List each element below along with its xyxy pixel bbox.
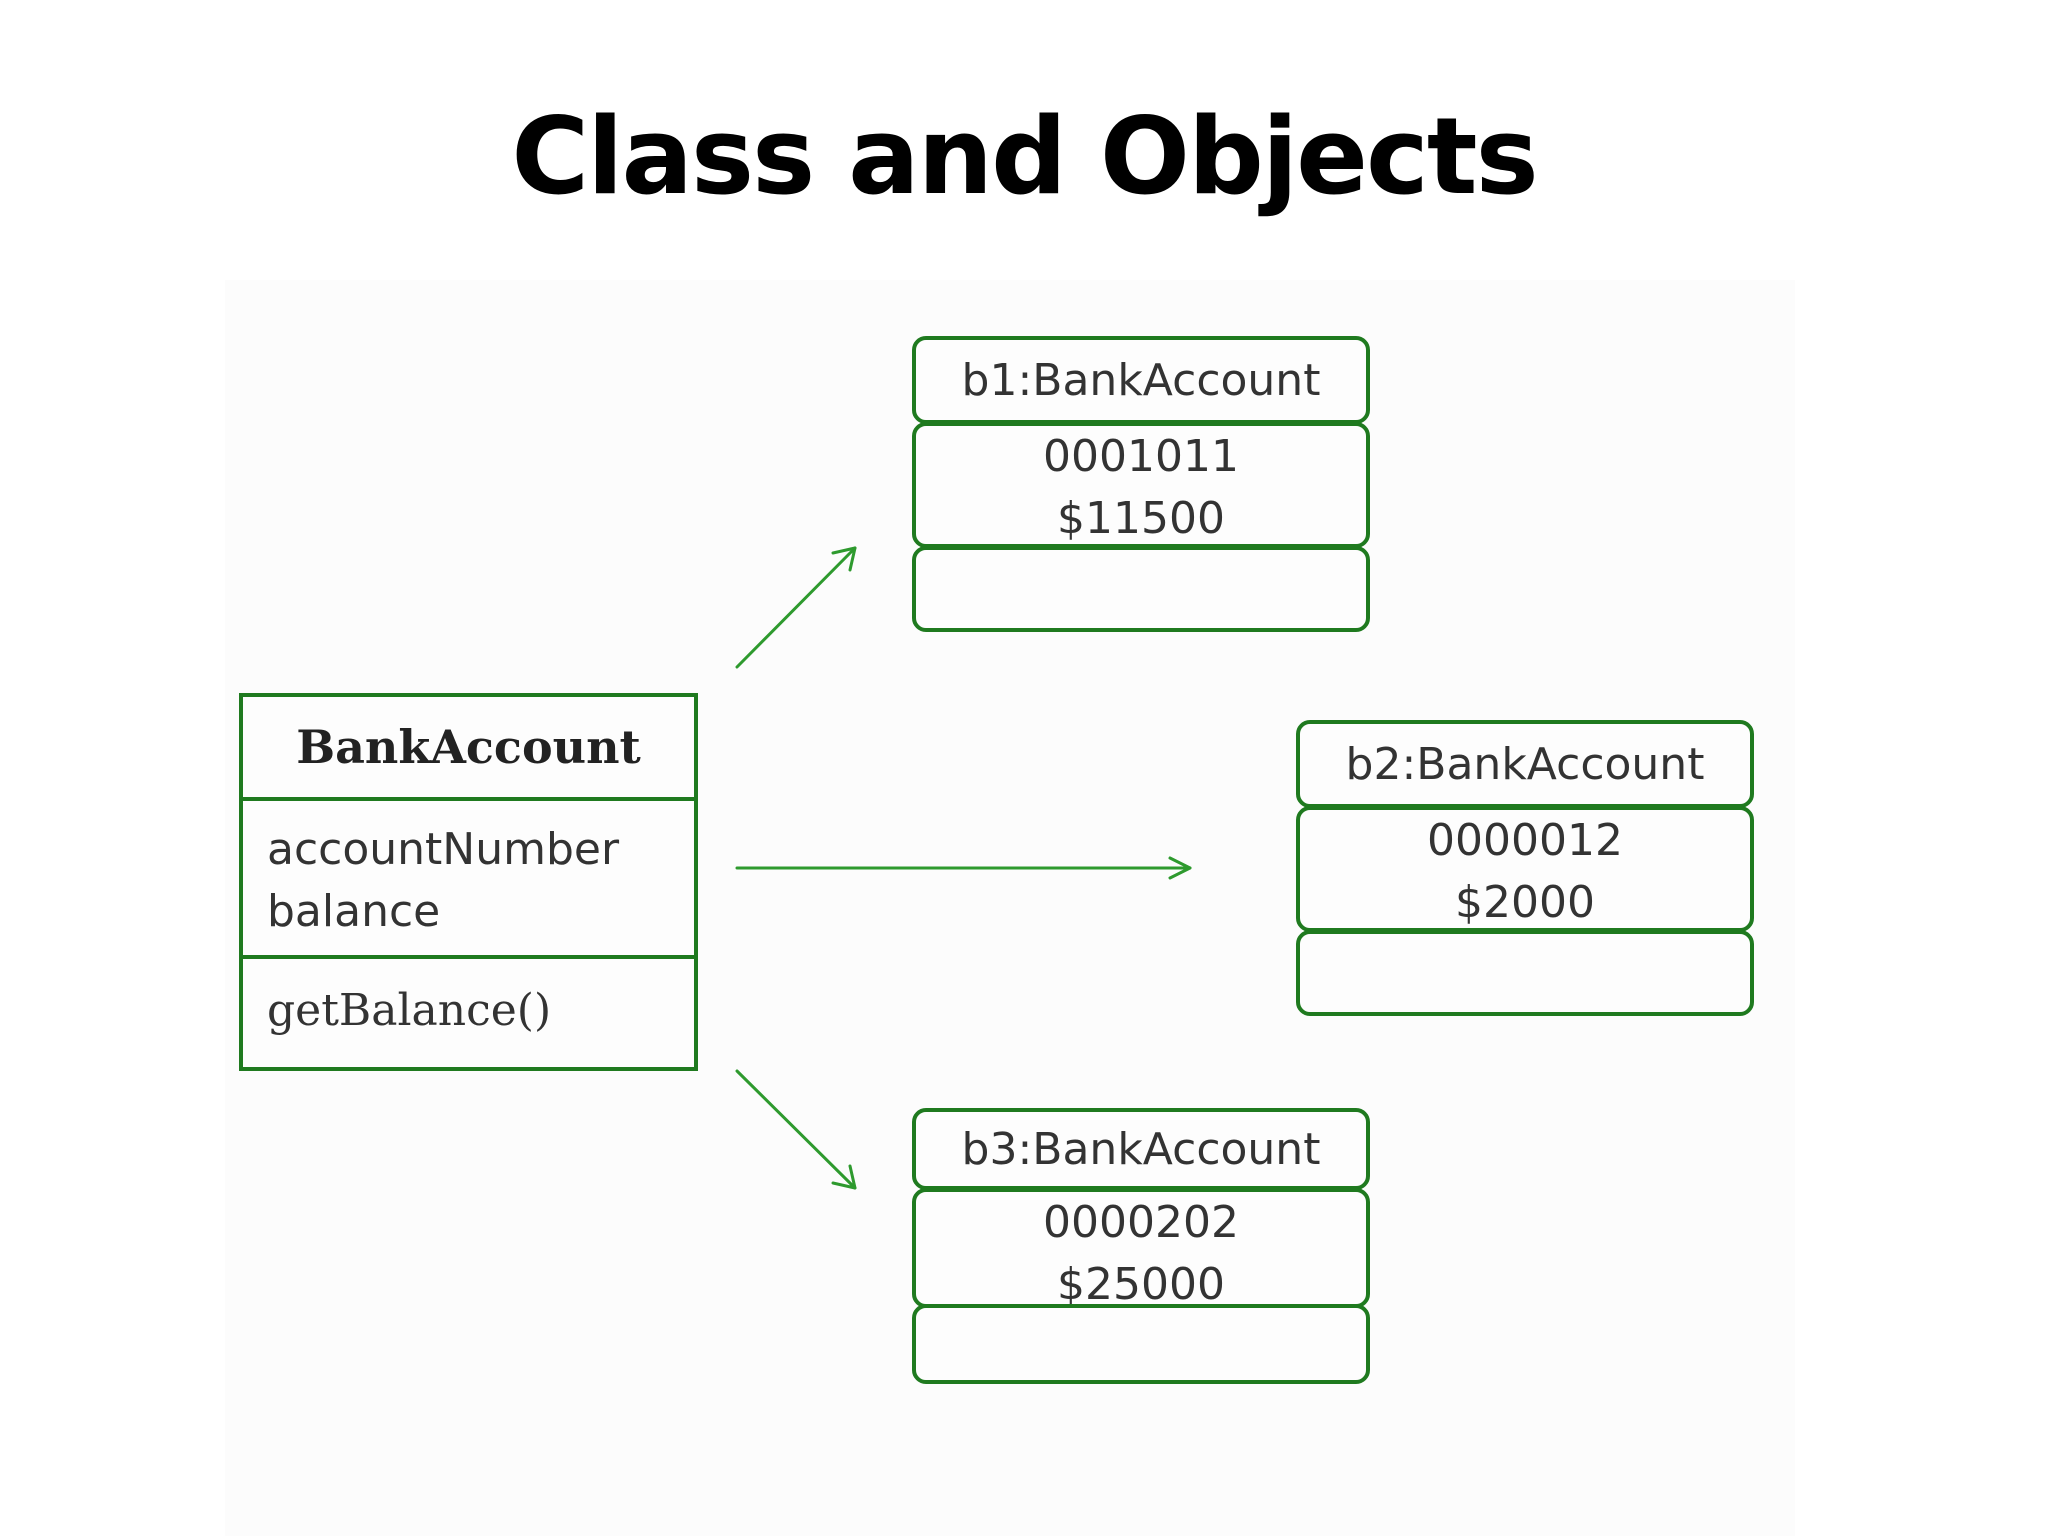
object-operations [912,546,1370,632]
class-attributes: accountNumber balance [239,797,698,959]
object-value: $25000 [1057,1259,1225,1310]
object-values: 0001011 $11500 [912,422,1370,548]
object-values: 0000012 $2000 [1296,806,1754,932]
object-value: 0000202 [1043,1197,1239,1248]
object-box-b3: b3:BankAccount 0000202 $25000 [912,1108,1370,1384]
object-value: 0000012 [1427,815,1623,866]
object-name: b1:BankAccount [912,336,1370,424]
class-operation: getBalance() [267,985,552,1036]
object-box-b1: b1:BankAccount 0001011 $11500 [912,336,1370,632]
object-name: b3:BankAccount [912,1108,1370,1190]
class-attribute: balance [267,886,441,937]
slide-title: Class and Objects [511,95,1538,218]
class-operations: getBalance() [239,955,698,1071]
object-operations [912,1304,1370,1384]
object-value: 0001011 [1043,431,1239,482]
object-values: 0000202 $25000 [912,1188,1370,1310]
class-name: BankAccount [239,693,698,801]
object-value: $2000 [1455,877,1595,928]
object-name: b2:BankAccount [1296,720,1754,808]
class-attribute: accountNumber [267,824,620,875]
object-operations [1296,930,1754,1016]
object-value: $11500 [1057,493,1225,544]
object-box-b2: b2:BankAccount 0000012 $2000 [1296,720,1754,1016]
class-box: BankAccount accountNumber balance getBal… [239,693,698,1071]
